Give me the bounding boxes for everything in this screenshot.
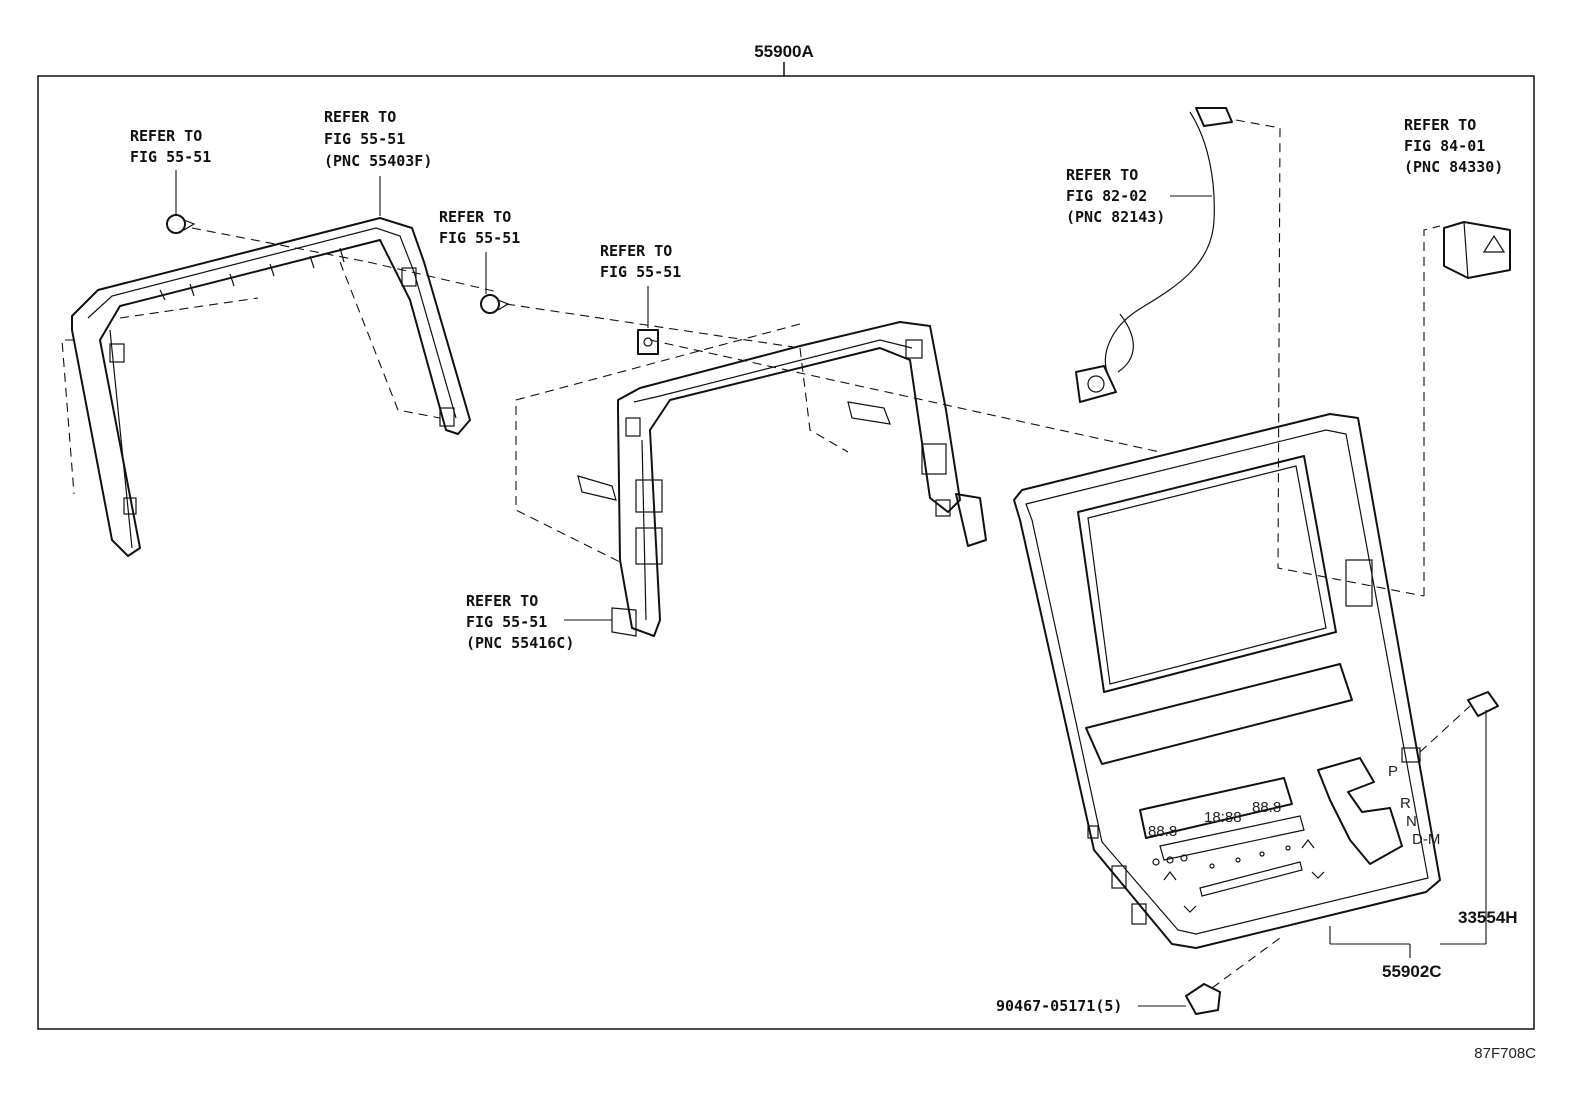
console-panel: 88.8 18:88 88.8 P R N D-M <box>1013 413 1441 949</box>
callout-ref-hazard-switch: REFER TO FIG 84-01 (PNC 84330) <box>1404 116 1503 176</box>
shift-n: N <box>1406 813 1417 830</box>
hazard-switch <box>1443 221 1511 279</box>
indicator-bulb <box>1467 691 1499 717</box>
svg-text:REFER TO: REFER TO <box>1066 166 1138 184</box>
center-bracket <box>577 321 987 637</box>
leader-lines <box>175 170 1487 1007</box>
svg-text:REFER TO: REFER TO <box>600 242 672 260</box>
shift-d: D-M <box>1412 831 1440 848</box>
wire-harness <box>1075 107 1233 403</box>
svg-text:REFER TO: REFER TO <box>130 127 202 145</box>
svg-text:FIG 55-51: FIG 55-51 <box>600 263 681 281</box>
bolt-mid <box>480 294 510 314</box>
retaining-clip <box>1185 983 1221 1015</box>
bolt-left <box>166 214 196 234</box>
svg-text:REFER TO: REFER TO <box>324 108 396 126</box>
callout-ref-bolt-left: REFER TO FIG 55-51 <box>130 127 211 166</box>
svg-text:(PNC 82143): (PNC 82143) <box>1066 208 1165 226</box>
assembly-frame <box>37 75 1535 1030</box>
upper-bezel-trim <box>71 217 471 557</box>
shift-p: P <box>1388 763 1398 780</box>
svg-text:(PNC 55416C): (PNC 55416C) <box>466 634 574 652</box>
callout-ref-bracket-lower: REFER TO FIG 55-51 (PNC 55416C) <box>466 592 574 652</box>
display-glyph-2: 18:88 <box>1204 809 1242 826</box>
display-glyph-3: 88.8 <box>1252 799 1281 816</box>
clip-upper <box>637 329 659 355</box>
svg-text:FIG 55-51: FIG 55-51 <box>130 148 211 166</box>
svg-text:FIG 55-51: FIG 55-51 <box>439 229 520 247</box>
svg-text:(PNC 84330): (PNC 84330) <box>1404 158 1503 176</box>
part-number-console-panel: 55902C <box>1382 962 1442 981</box>
callout-ref-bolt-mid: REFER TO FIG 55-51 <box>439 208 520 247</box>
display-glyph-1: 88.8 <box>1148 823 1177 840</box>
svg-text:FIG 82-02: FIG 82-02 <box>1066 187 1147 205</box>
figure-code: 87F708C <box>1474 1045 1536 1062</box>
shift-r: R <box>1400 795 1411 812</box>
callout-ref-clip: REFER TO FIG 55-51 <box>600 242 681 281</box>
assembly-label: 55900A <box>754 42 814 61</box>
svg-text:FIG 55-51: FIG 55-51 <box>324 130 405 148</box>
svg-text:FIG 84-01: FIG 84-01 <box>1404 137 1485 155</box>
part-number-clip: 90467-05171(5) <box>996 997 1122 1015</box>
callout-ref-bezel-upper: REFER TO FIG 55-51 (PNC 55403F) <box>324 108 432 170</box>
svg-text:(PNC 55403F): (PNC 55403F) <box>324 152 432 170</box>
svg-text:FIG 55-51: FIG 55-51 <box>466 613 547 631</box>
assembly-lines <box>61 119 1471 989</box>
part-number-indicator-bulb: 33554H <box>1458 908 1518 927</box>
callout-ref-wire-harness: REFER TO FIG 82-02 (PNC 82143) <box>1066 166 1165 226</box>
svg-text:REFER TO: REFER TO <box>1404 116 1476 134</box>
svg-text:REFER TO: REFER TO <box>466 592 538 610</box>
svg-text:REFER TO: REFER TO <box>439 208 511 226</box>
